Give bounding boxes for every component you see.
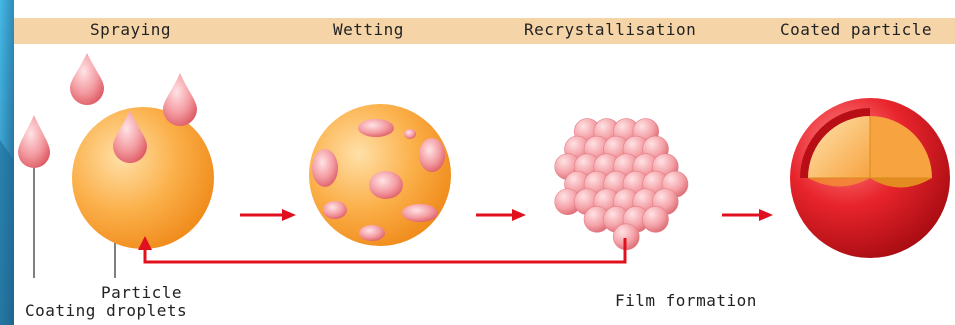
stage-label-spraying: Spraying [90,20,171,39]
particle-label: Particle [101,283,182,302]
coating-droplets-label: Coating droplets [25,301,187,320]
recrystallised-particle [555,119,688,250]
arrow-to-recrystallisation [476,209,526,221]
wetted-particle [309,104,451,246]
arrow-to-wetting [240,209,296,221]
stage-label-wetting: Wetting [333,20,404,39]
left-accent-bar [0,0,14,325]
particle-core [72,107,214,249]
coating-droplet [70,53,104,105]
stage-label-recrystallisation: Recrystallisation [524,20,696,39]
coating-droplet [163,73,197,126]
arrow-to-coated-particle [722,209,773,221]
coated-particle [790,98,950,258]
coating-droplet [18,115,50,168]
stage-label-coated-particle: Coated particle [780,20,932,39]
film-formation-label: Film formation [615,291,757,310]
crystal-bead [643,206,669,232]
